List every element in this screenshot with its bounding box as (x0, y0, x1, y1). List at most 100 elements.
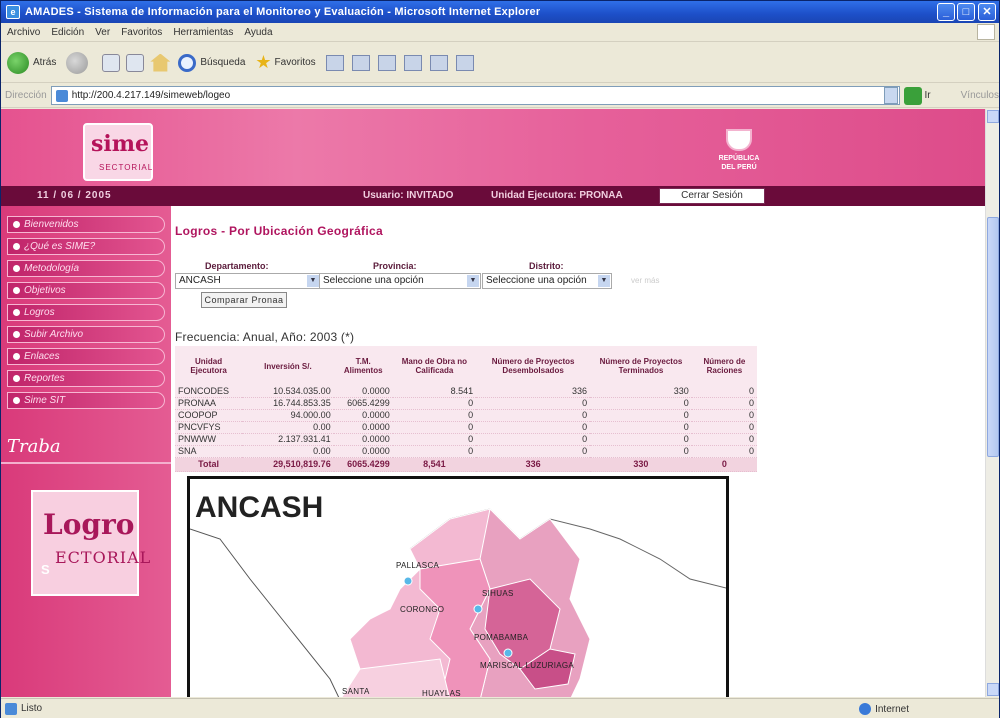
cell: 8.541 (392, 386, 477, 398)
discuss-icon[interactable] (429, 54, 448, 71)
region-fill-south (341, 658, 450, 697)
cell: 0 (476, 445, 591, 458)
sidebar-item-sime-sit[interactable]: Sime SIT (7, 392, 165, 409)
cell: 330 (590, 386, 692, 398)
scroll-up-icon[interactable] (987, 110, 999, 123)
sidebar-item-subir-archivo[interactable]: Subir Archivo (7, 326, 165, 343)
table-row: SNA 0.00 0.0000 0 0 0 0 (175, 445, 757, 458)
menu-herramientas[interactable]: Herramientas (173, 26, 234, 38)
ver-mas-link[interactable]: ver más (631, 276, 660, 285)
home-icon[interactable] (150, 53, 171, 72)
session-date: 11 / 06 / 2005 (37, 190, 112, 201)
ancash-map[interactable] (190, 479, 729, 697)
logout-button[interactable]: Cerrar Sesión (659, 188, 765, 204)
site-banner: sime SECTORIAL REPÚBLICA DEL PERÚ (1, 109, 985, 186)
col-raciones: Número de Raciones (703, 357, 746, 375)
cell: 0 (392, 409, 477, 422)
cell: 0 (476, 397, 591, 410)
cell: PNCVFYS (175, 421, 243, 434)
cell: PRONAA (175, 397, 243, 410)
cell: 0 (691, 409, 757, 422)
minimize-button[interactable]: _ (937, 3, 955, 21)
sidebar-item-logros[interactable]: Logros (7, 304, 165, 321)
cell: 0 (476, 433, 591, 446)
table-header-row: Unidad Ejecutora Inversión S/. T.M. Alim… (175, 346, 757, 386)
refresh-icon[interactable] (126, 53, 145, 72)
republica-logo: REPÚBLICA DEL PERÚ (711, 129, 767, 172)
star-icon: ★ (255, 52, 272, 72)
sidebar-item-reportes[interactable]: Reportes (7, 370, 165, 387)
table-total-row: Total 29,510,819.76 6065.4299 8,541 336 … (175, 457, 757, 472)
sidebar-item-objetivos[interactable]: Objetivos (7, 282, 165, 299)
table-row: FONCODES 10.534.035.00 0.0000 8.541 336 … (175, 386, 757, 398)
go-button-label[interactable]: Ir (924, 90, 931, 101)
cell: 0 (392, 421, 477, 434)
windows-logo-icon (977, 24, 995, 40)
back-button[interactable]: Atrás (7, 51, 56, 74)
address-label: Dirección (5, 90, 47, 101)
cell: 0 (691, 445, 757, 458)
province-label-pallasca: PALLASCA (396, 561, 440, 570)
cell: 0 (590, 433, 692, 446)
cell: SNA (175, 445, 243, 458)
edit-icon[interactable] (403, 54, 422, 71)
sidebar-item-que-es-sime[interactable]: ¿Qué es SIME? (7, 238, 165, 255)
scroll-thumb[interactable] (987, 217, 999, 457)
window-title: AMADES - Sistema de Información para el … (25, 6, 541, 18)
sidebar: Bienvenidos ¿Qué es SIME? Metodología Ob… (1, 206, 171, 697)
logro-sectorial-logo[interactable]: Logro ECTORIAL S (31, 490, 150, 596)
page-icon (5, 702, 17, 715)
forward-button[interactable] (66, 51, 92, 74)
cell: 0 (590, 421, 692, 434)
cell: 0 (392, 433, 477, 446)
menu-archivo[interactable]: Archivo (7, 26, 41, 38)
distrito-select[interactable]: Seleccione una opción (482, 273, 612, 289)
history-icon[interactable] (325, 54, 344, 71)
sidebar-item-metodologia[interactable]: Metodología (7, 260, 165, 277)
links-label[interactable]: Vínculos (960, 90, 999, 101)
go-arrow-icon[interactable] (903, 86, 922, 105)
print-icon[interactable] (377, 54, 396, 71)
vertical-scrollbar[interactable] (985, 109, 999, 697)
sime-logo[interactable]: sime SECTORIAL (83, 123, 153, 181)
mail-icon[interactable] (351, 54, 370, 71)
region-fill-center (419, 558, 491, 697)
col-unidad: Unidad Ejecutora (190, 357, 227, 375)
menu-ver[interactable]: Ver (95, 26, 111, 38)
status-bar: Listo Internet (1, 698, 999, 718)
cell: 0 (590, 445, 692, 458)
menu-ayuda[interactable]: Ayuda (244, 26, 273, 38)
menu-favoritos[interactable]: Favoritos (121, 26, 163, 38)
sidebar-item-bienvenidos[interactable]: Bienvenidos (7, 216, 165, 233)
address-input[interactable]: http://200.4.217.149/simeweb/logeo (50, 86, 900, 105)
scroll-down-icon[interactable] (987, 683, 999, 696)
table-row: PNWWW 2.137.931.41 0.0000 0 0 0 0 (175, 433, 757, 446)
messenger-icon[interactable] (455, 54, 474, 71)
session-unit: Unidad Ejecutora: PRONAA (491, 190, 623, 201)
cell: 0.0000 (333, 433, 393, 446)
sidebar-item-enlaces[interactable]: Enlaces (7, 348, 165, 365)
menu-edicion[interactable]: Edición (51, 26, 85, 38)
results-table: Unidad Ejecutora Inversión S/. T.M. Alim… (175, 346, 757, 472)
favorites-button[interactable]: ★ Favoritos (255, 52, 315, 73)
address-dropdown-icon[interactable] (883, 87, 898, 104)
col-inversion: Inversión S/. (264, 361, 312, 371)
cell: 0 (392, 445, 477, 458)
cell: 0 (476, 409, 591, 422)
cell: 0 (691, 433, 757, 446)
cell: 10.534.035.00 (242, 386, 334, 398)
menu-bar: Archivo Edición Ver Favoritos Herramient… (1, 23, 999, 42)
search-button[interactable]: Búsqueda (178, 53, 246, 72)
search-label: Búsqueda (200, 57, 246, 68)
table-row: PRONAA 16.744.853.35 6065.4299 0 0 0 0 (175, 397, 757, 410)
provincia-select[interactable]: Seleccione una opción (319, 273, 481, 289)
departamento-select[interactable]: ANCASH (175, 273, 321, 289)
close-button[interactable]: ✕ (978, 3, 996, 21)
stop-icon[interactable] (102, 53, 121, 72)
maximize-button[interactable]: □ (957, 3, 975, 21)
compare-pronaa-button[interactable]: Comparar Pronaa (201, 292, 287, 308)
cell: 2.137.931.41 (242, 433, 334, 446)
cell: 94.000.00 (242, 409, 334, 422)
cell: 0 (590, 397, 692, 410)
province-label-santa: SANTA (342, 687, 370, 696)
